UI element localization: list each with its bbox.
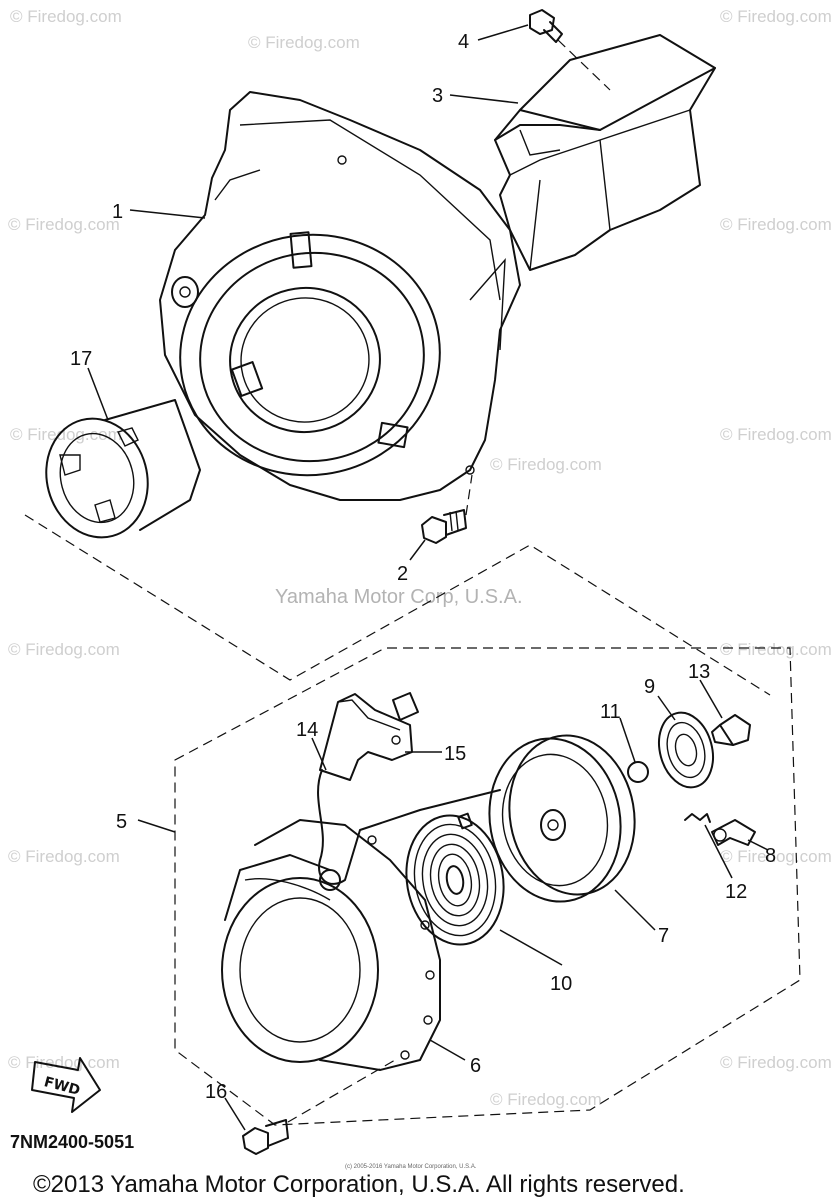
leader-lines	[87, 24, 769, 1131]
watermark-layer: © Firedog.com © Firedog.com © Firedog.co…	[8, 7, 832, 1109]
firedog-watermark: © Firedog.com	[10, 425, 122, 444]
starter-case	[221, 819, 441, 1071]
circlip	[627, 761, 649, 783]
callout-14: 14	[296, 719, 318, 741]
firedog-watermark: © Firedog.com	[490, 455, 602, 474]
yamaha-corp-watermark: Yamaha Motor Corp, U.S.A.	[275, 586, 523, 608]
firedog-watermark: © Firedog.com	[10, 7, 122, 26]
firedog-watermark: © Firedog.com	[248, 33, 360, 52]
firedog-watermark: © Firedog.com	[720, 425, 832, 444]
firedog-watermark: © Firedog.com	[8, 215, 120, 234]
bolt-part-2	[421, 474, 473, 544]
firedog-watermark: © Firedog.com	[720, 640, 832, 659]
firedog-watermark: © Firedog.com	[720, 1053, 832, 1072]
firedog-watermark: © Firedog.com	[8, 847, 120, 866]
tiny-copyright-notice: (c) 2005-2016 Yamaha Motor Corporation, …	[345, 1164, 477, 1170]
callout-1: 1	[112, 201, 123, 223]
callout-2: 2	[397, 563, 408, 585]
starter-rope	[317, 769, 501, 885]
firedog-watermark: © Firedog.com	[720, 7, 832, 26]
bolt-part-4	[529, 9, 611, 91]
callout-7: 7	[658, 925, 669, 947]
callout-6: 6	[470, 1055, 481, 1077]
assembly-boundary-lower	[174, 647, 801, 1126]
rope-reel	[488, 734, 636, 903]
fan-housing	[159, 91, 521, 501]
callout-labels: 1 2 3 4 5 6 7 8 9 10 11 12 13 14 15 16 1…	[70, 31, 776, 1103]
firedog-watermark: © Firedog.com	[720, 215, 832, 234]
callout-13: 13	[688, 661, 710, 683]
callout-5: 5	[116, 811, 127, 833]
bolt-part-13	[711, 714, 751, 746]
callout-17: 17	[70, 348, 92, 370]
callout-15: 15	[444, 743, 466, 765]
callout-9: 9	[644, 676, 655, 698]
diagram-part-number: 7NM2400-5051	[10, 1132, 134, 1152]
starter-pulley	[45, 399, 201, 539]
pawl	[711, 819, 756, 846]
callout-4: 4	[458, 31, 469, 53]
starter-handle	[319, 692, 419, 781]
callout-12: 12	[725, 881, 747, 903]
copyright-notice: ©2013 Yamaha Motor Corporation, U.S.A. A…	[33, 1171, 685, 1198]
firedog-watermark: © Firedog.com	[720, 847, 832, 866]
callout-3: 3	[432, 85, 443, 107]
drive-plate	[658, 711, 714, 789]
assembly-boundary-upper	[24, 514, 771, 696]
air-guide	[494, 34, 716, 271]
firedog-watermark: © Firedog.com	[8, 1053, 120, 1072]
callout-11: 11	[600, 701, 621, 723]
callout-8: 8	[765, 845, 776, 867]
firedog-watermark: © Firedog.com	[490, 1090, 602, 1109]
callout-16: 16	[205, 1081, 227, 1103]
firedog-watermark: © Firedog.com	[8, 640, 120, 659]
pawl-spring	[684, 813, 711, 823]
spiral-spring	[405, 812, 505, 946]
callout-10: 10	[550, 973, 572, 995]
bolt-part-16	[242, 1059, 396, 1155]
